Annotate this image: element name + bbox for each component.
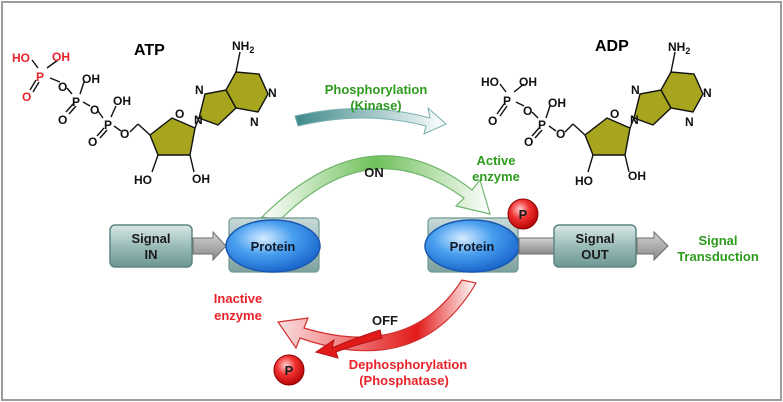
- signal-in-box: [109, 224, 193, 268]
- dephosphorylation-label: Dephosphorylation: [349, 357, 468, 372]
- released-phosphate-label: P: [285, 363, 294, 378]
- svg-text:O: O: [88, 135, 97, 149]
- deactivation-arc: [276, 279, 477, 352]
- signal-out-arrow: [636, 230, 669, 262]
- signal-in-label-1: Signal: [131, 231, 170, 246]
- protein-left-label: Protein: [251, 239, 296, 254]
- signal-out-box: [553, 224, 637, 268]
- phosphatase-label: (Phosphatase): [359, 373, 449, 388]
- svg-text:OH: OH: [519, 75, 537, 89]
- active-enzyme-label: enzyme: [472, 169, 520, 184]
- signal-in-label-2: IN: [145, 247, 158, 262]
- svg-text:O: O: [524, 135, 533, 149]
- svg-text:O: O: [58, 113, 67, 127]
- svg-text:OH: OH: [113, 94, 131, 108]
- protein-left: [225, 219, 321, 273]
- svg-text:HO: HO: [134, 173, 152, 187]
- signal-transduction-label-2: Transduction: [677, 249, 759, 264]
- signal-out-label-1: Signal: [575, 231, 614, 246]
- signal-out-label-2: OUT: [581, 247, 609, 262]
- svg-text:O: O: [610, 107, 619, 121]
- svg-text:OH: OH: [548, 96, 566, 110]
- adp-amine: NH2: [668, 40, 690, 56]
- svg-text:OH: OH: [82, 72, 100, 86]
- svg-text:O: O: [488, 114, 497, 128]
- svg-text:HO: HO: [12, 51, 30, 65]
- phosphorylation-arrow: [294, 106, 447, 135]
- svg-text:P: P: [72, 95, 80, 109]
- svg-text:O: O: [22, 90, 31, 104]
- svg-text:O: O: [90, 103, 99, 117]
- svg-text:O: O: [556, 127, 565, 141]
- inactive-enzyme-label: enzyme: [214, 308, 262, 323]
- svg-text:N: N: [195, 83, 204, 97]
- released-phosphate: [273, 354, 305, 386]
- adp-title: ADP: [595, 38, 629, 55]
- atp-title: ATP: [134, 42, 165, 59]
- off-label: OFF: [372, 313, 398, 328]
- svg-text:N: N: [250, 115, 259, 129]
- svg-text:P: P: [503, 94, 511, 108]
- svg-text:OH: OH: [192, 172, 210, 186]
- svg-text:N: N: [703, 86, 712, 100]
- signal-in-arrow: [192, 230, 227, 262]
- svg-text:HO: HO: [575, 174, 593, 188]
- on-label: ON: [364, 165, 384, 180]
- kinase-label: (Kinase): [350, 98, 401, 113]
- svg-text:OH: OH: [628, 169, 646, 183]
- atp-ribose: [149, 117, 196, 156]
- svg-text:N: N: [268, 86, 277, 100]
- svg-text:O: O: [120, 127, 129, 141]
- dephosphorylation-arrow: [314, 329, 383, 359]
- svg-text:N: N: [194, 113, 203, 127]
- attached-phosphate-label: P: [519, 207, 528, 222]
- signal-transduction-label-1: Signal: [698, 233, 737, 248]
- svg-text:O: O: [58, 80, 67, 94]
- attached-phosphate: [507, 198, 539, 230]
- svg-text:O: O: [523, 104, 532, 118]
- activation-arc: [260, 155, 491, 221]
- svg-text:O: O: [175, 107, 184, 121]
- svg-text:N: N: [631, 83, 640, 97]
- svg-text:OH: OH: [52, 50, 70, 64]
- phosphorylation-label: Phosphorylation: [325, 82, 428, 97]
- adp-molecule: ADP HO OH P O O P OH O O O: [481, 38, 712, 188]
- atp-amine: NH2: [232, 39, 254, 55]
- svg-text:HO: HO: [481, 75, 499, 89]
- active-label: Active: [476, 153, 515, 168]
- svg-text:N: N: [630, 113, 639, 127]
- atp-molecule: ATP HO OH P O O P: [12, 39, 277, 187]
- svg-text:P: P: [36, 70, 44, 84]
- protein-right-label: Protein: [450, 239, 495, 254]
- svg-text:N: N: [685, 115, 694, 129]
- inactive-label: Inactive: [214, 291, 262, 306]
- svg-text:P: P: [538, 118, 546, 132]
- svg-text:P: P: [104, 118, 112, 132]
- atp-gamma-phosphate: HO OH P O: [12, 50, 70, 104]
- adp-ribose: [584, 117, 631, 156]
